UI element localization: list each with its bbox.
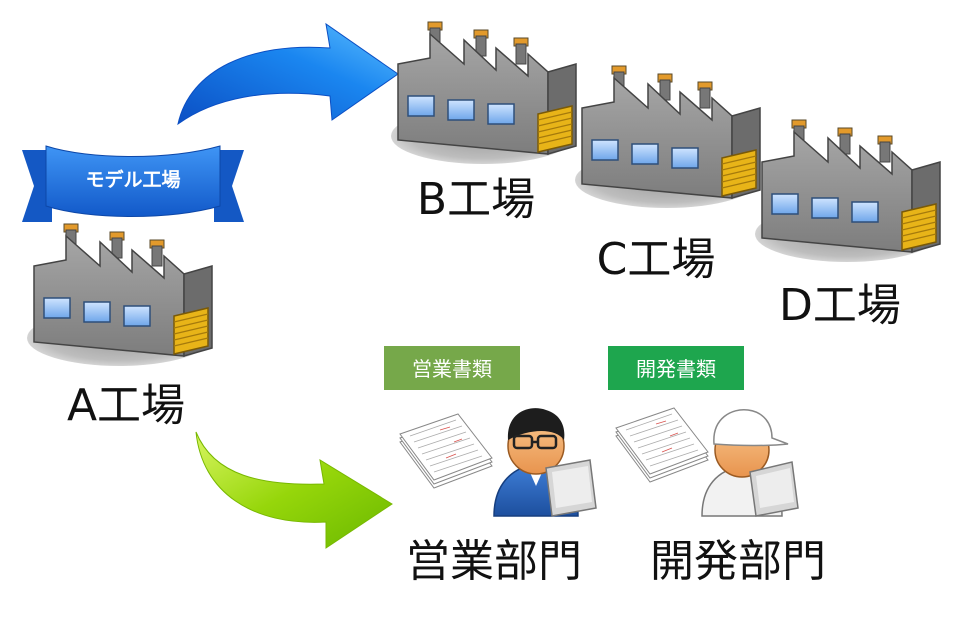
factory-d-icon (754, 119, 941, 263)
banner-label: モデル工場 (85, 168, 180, 191)
arrow-to-b-icon (177, 22, 399, 126)
sales-docs-badge (384, 346, 520, 390)
dev-docs-badge (608, 346, 744, 390)
factory-c-label: C工場 (597, 234, 716, 285)
salesperson-icon (493, 408, 597, 517)
dev-department-label: 開発部門 (650, 536, 826, 587)
factory-d-label: D工場 (779, 280, 901, 331)
sales-document-stack-icon (399, 413, 493, 489)
developer-icon (701, 409, 799, 517)
arrow-to-departments-icon (195, 431, 393, 549)
dev-document-stack-icon (615, 407, 709, 483)
factory-a-icon (26, 223, 213, 367)
factory-c-icon (574, 65, 761, 209)
factory-b-label: B工場 (417, 174, 535, 225)
sales-docs-badge-label: 営業書類 (412, 357, 492, 381)
banner-ribbon-icon (22, 145, 244, 222)
factory-b-icon (390, 21, 577, 165)
sales-department-label: 営業部門 (406, 536, 582, 587)
dev-docs-badge-label: 開発書類 (636, 357, 716, 381)
factory-a-label: A工場 (67, 380, 185, 431)
